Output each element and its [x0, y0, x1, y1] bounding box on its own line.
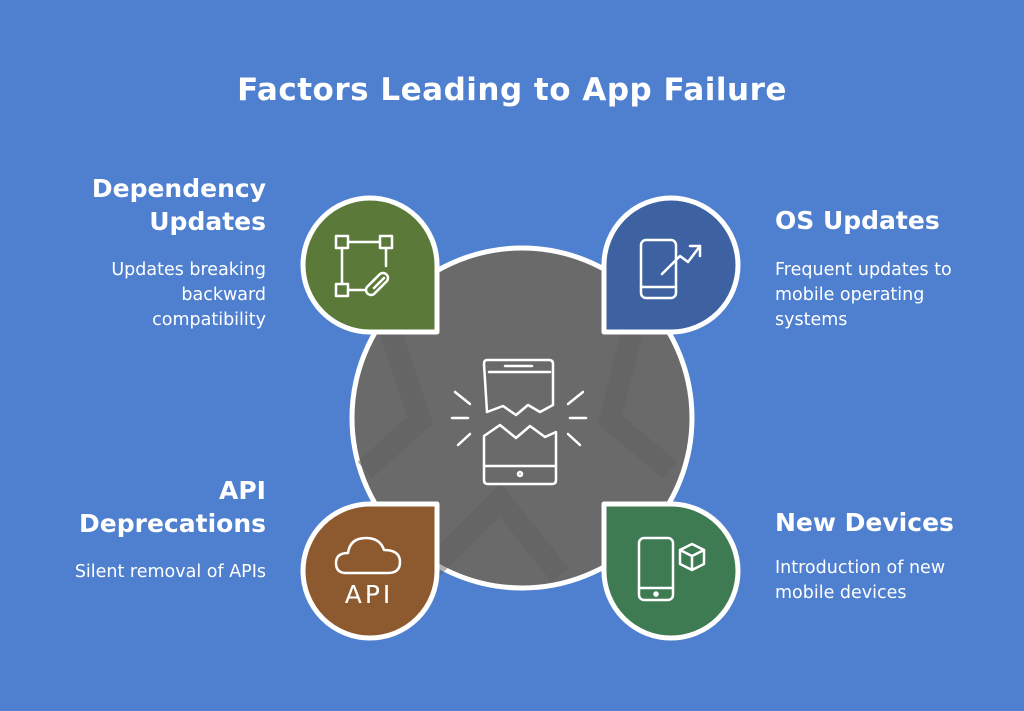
os-description: Frequent updates to mobile operating sys…: [775, 260, 952, 330]
dependency-heading: Dependency Updates: [91, 174, 266, 236]
phone-box-icon: [637, 536, 706, 602]
api-description: Silent removal of APIs: [74, 562, 266, 582]
api-heading: API Deprecations: [79, 476, 266, 538]
broken-phone-icon: [450, 358, 588, 486]
api-node: [300, 501, 440, 641]
dependency-description: Updates breaking backward compatibility: [111, 260, 266, 330]
api-cloud-icon: [334, 536, 402, 575]
dependency-link-icon: [334, 234, 394, 298]
devices-node: [601, 501, 741, 641]
dependency-node: [300, 195, 440, 335]
phone-trend-icon: [639, 238, 702, 300]
page-title: Factors Leading to App Failure: [237, 72, 787, 108]
devices-heading: New Devices: [775, 508, 954, 537]
os-heading: OS Updates: [775, 206, 940, 235]
devices-description: Introduction of new mobile devices: [775, 558, 946, 603]
api-icon-label: API: [345, 580, 394, 609]
